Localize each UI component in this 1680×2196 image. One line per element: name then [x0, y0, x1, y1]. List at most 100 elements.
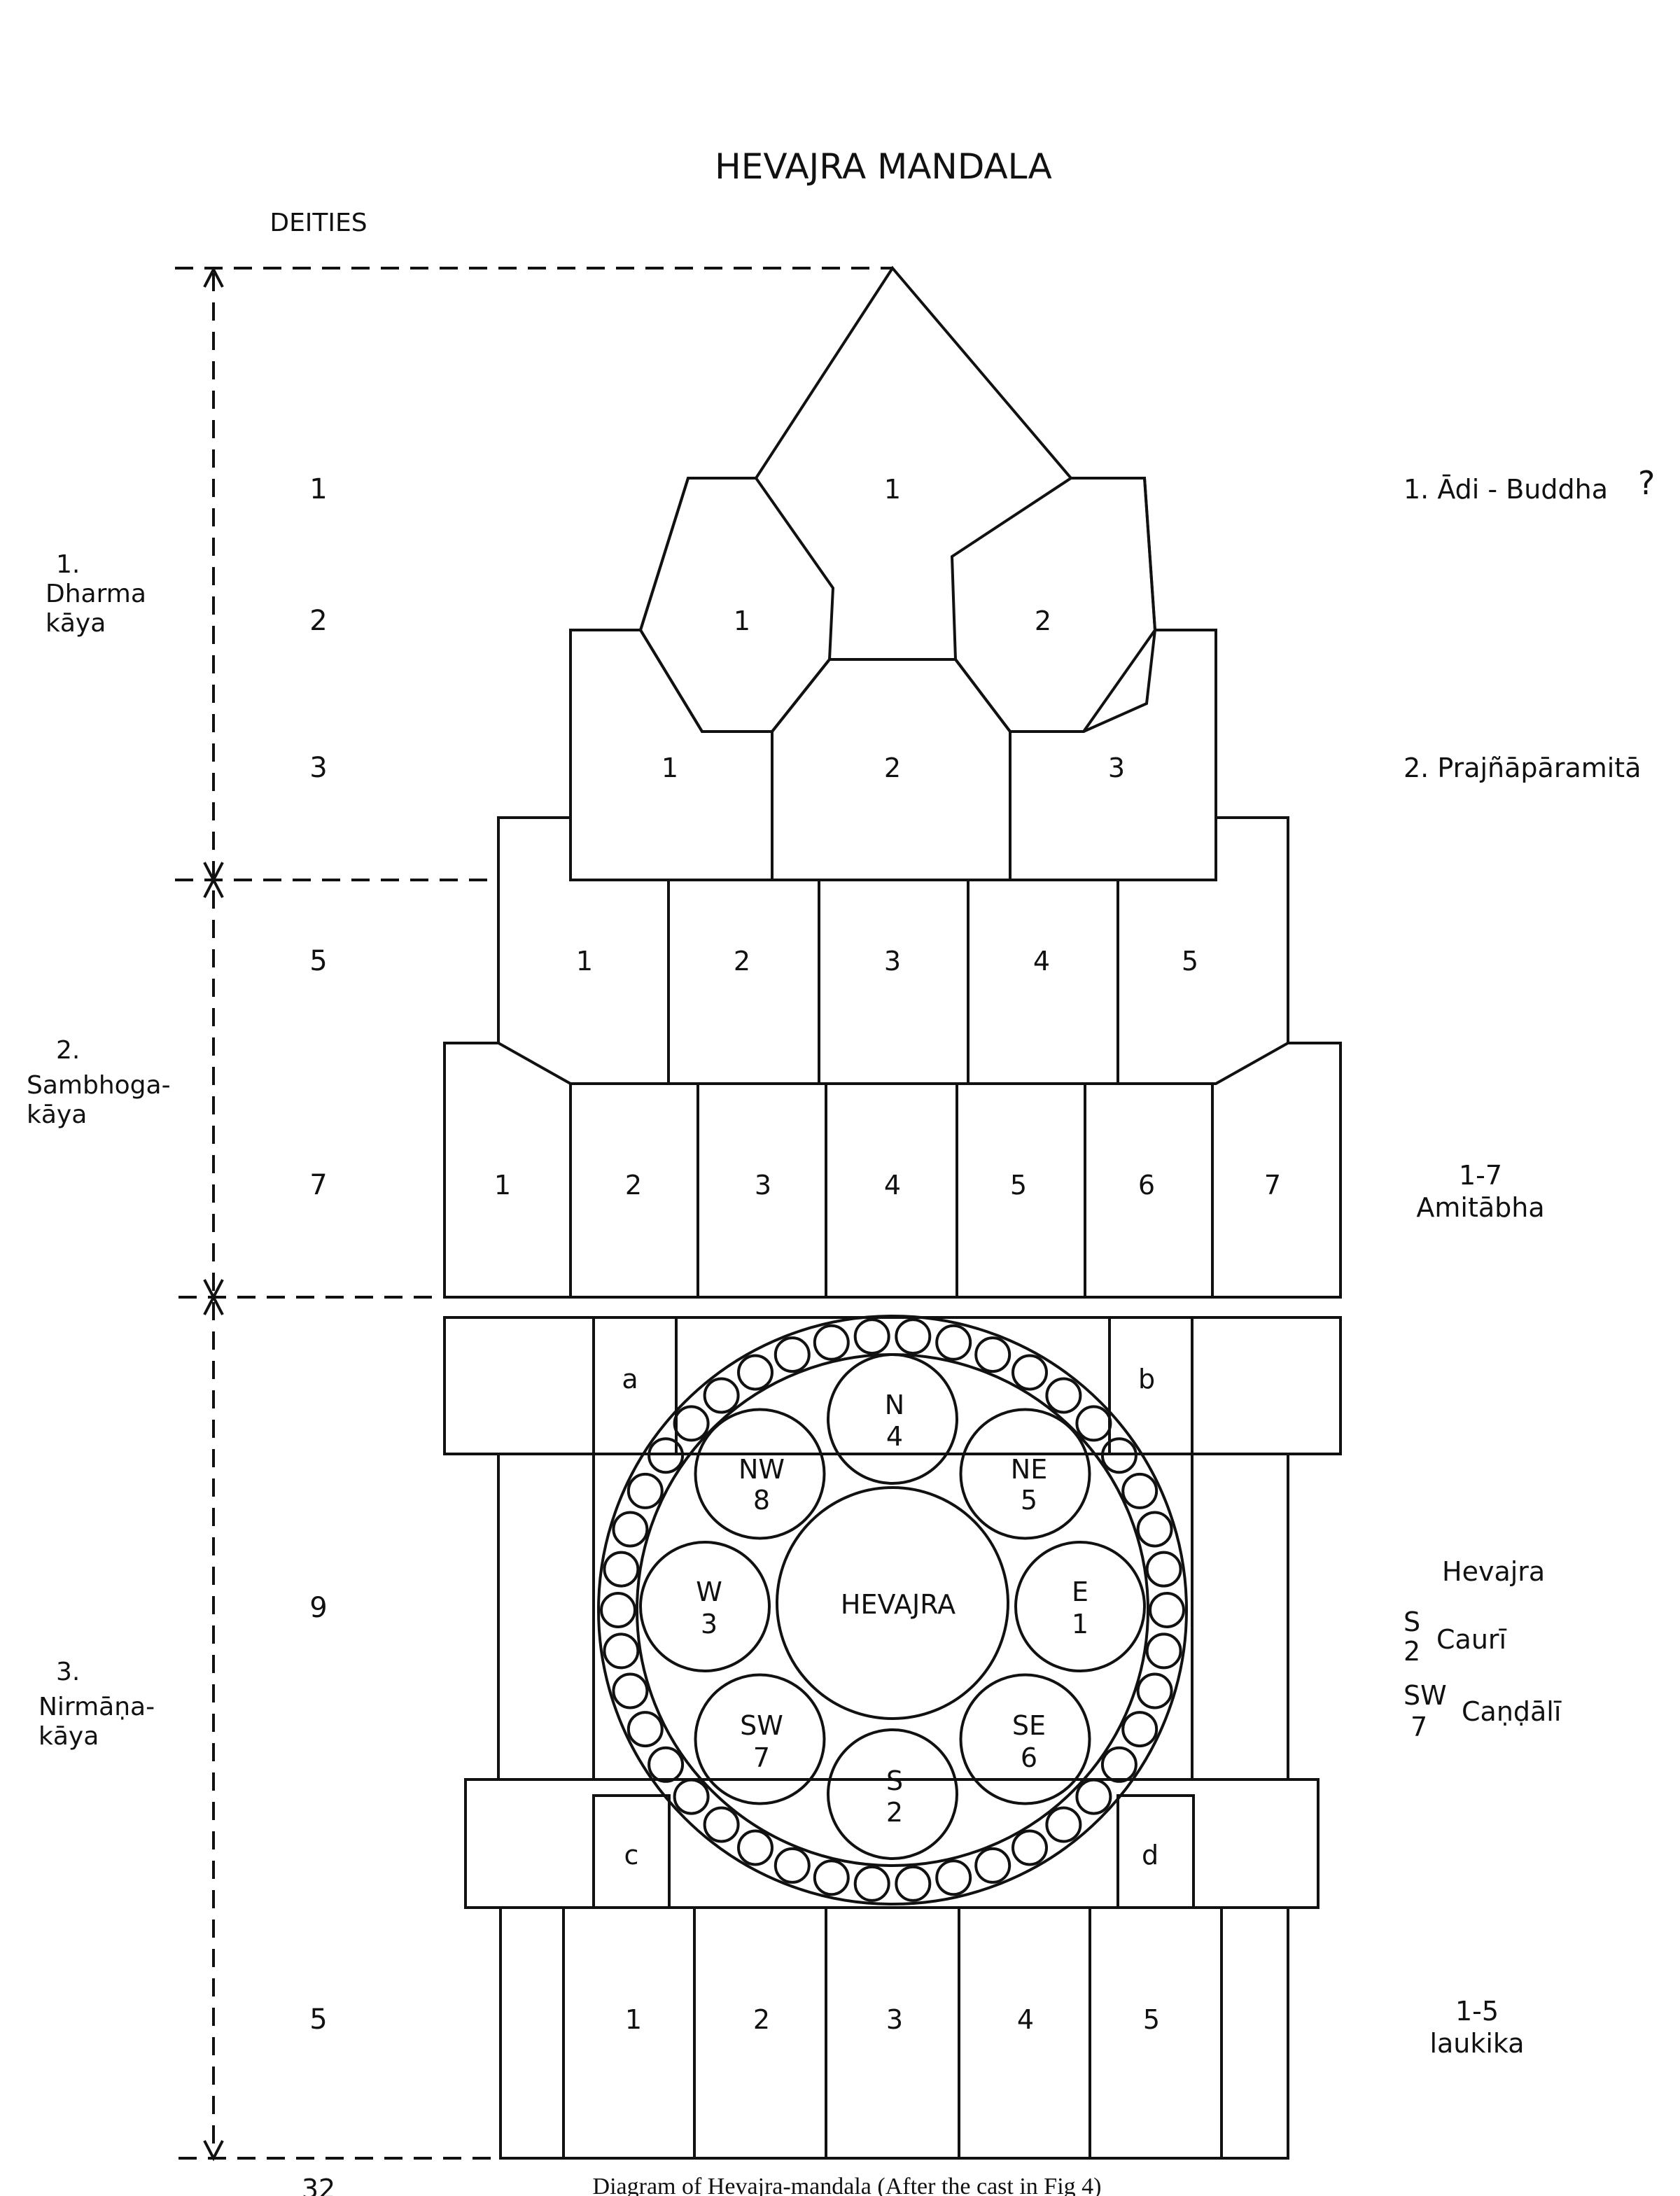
label-laukika: laukika	[1429, 2028, 1524, 2059]
tier7-cell-number: 7	[1264, 1170, 1281, 1201]
direction-number: 5	[1021, 1485, 1037, 1516]
bead-circle	[853, 1865, 890, 1902]
tier3-cell-number: 3	[1108, 753, 1125, 783]
bead-circle	[1145, 1632, 1182, 1670]
bead-circle	[1075, 1405, 1112, 1442]
corner-box-a	[592, 1316, 678, 1455]
tier2-cell-number: 1	[734, 606, 750, 636]
base-row	[499, 1906, 1289, 2160]
bead-circle	[895, 1865, 932, 1902]
tier3-cell-number: 2	[884, 753, 901, 783]
direction-name: E	[1072, 1576, 1088, 1607]
right-label-column: 1. Ādi - Buddha ? 2. Prajñāpāramitā 1-7 …	[1404, 464, 1655, 2059]
dimension-lines	[175, 266, 892, 2162]
direction-number: 7	[753, 1742, 770, 1773]
deities-header: DEITIES	[270, 209, 367, 237]
tier7-outline	[443, 1042, 1342, 1299]
bead-circle	[1011, 1829, 1048, 1866]
direction-circle	[827, 1353, 958, 1485]
bead-circle	[673, 1778, 710, 1815]
base-cell-number: 2	[753, 2004, 770, 2035]
direction-circle	[639, 1541, 771, 1672]
deity-count: 9	[309, 1592, 327, 1624]
body-name: Nirmāṇa-	[38, 1693, 155, 1721]
bead-circle	[648, 1746, 685, 1783]
bead-circle	[774, 1336, 811, 1373]
page-number: 32	[302, 2174, 335, 2196]
deity-count: 1	[309, 473, 327, 505]
direction-name: S	[886, 1765, 903, 1796]
bead-circle	[737, 1829, 774, 1866]
center-circle	[776, 1486, 1009, 1720]
bead-circle	[1136, 1672, 1173, 1709]
tier7-cell-number: 5	[1010, 1170, 1027, 1201]
bead-circle	[1121, 1472, 1158, 1509]
tier5-cell-number: 1	[576, 946, 593, 977]
label-candali: Caṇḍālī	[1462, 1696, 1562, 1727]
bead-circle	[603, 1632, 640, 1670]
bead-circle	[813, 1324, 850, 1361]
direction-circle	[827, 1728, 958, 1860]
tier7-cell-number: 1	[494, 1170, 511, 1201]
direction-name: W	[696, 1576, 722, 1607]
label-adi-buddha: 1. Ādi - Buddha	[1404, 474, 1608, 505]
deity-count: 5	[309, 2003, 327, 2036]
direction-number: 2	[886, 1797, 903, 1828]
bead-circle	[648, 1437, 685, 1474]
apex-cell-number: 1	[884, 474, 901, 505]
bead-circle	[974, 1336, 1011, 1373]
direction-number: 1	[1072, 1609, 1088, 1639]
label-amitabha: Amitābha	[1416, 1192, 1544, 1223]
bead-circle	[935, 1859, 972, 1896]
body-number: 1.	[56, 550, 80, 579]
bead-circle	[1045, 1806, 1082, 1843]
bead-circle	[935, 1324, 972, 1361]
bead-circle	[1100, 1746, 1138, 1783]
direction-name: NW	[738, 1454, 785, 1485]
bead-circle	[673, 1405, 710, 1442]
label-amitabha-range: 1-7	[1459, 1160, 1502, 1191]
body-name-suffix: kāya	[46, 609, 106, 638]
direction-circle	[694, 1673, 826, 1805]
direction-circle	[694, 1408, 826, 1540]
deity-count: 5	[309, 945, 327, 977]
direction-number: 6	[1021, 1742, 1037, 1773]
deity-count: 7	[309, 1169, 327, 1201]
label-s-num: 2	[1404, 1636, 1420, 1667]
corner-letter: b	[1138, 1364, 1155, 1394]
body-name-suffix: kāya	[38, 1722, 99, 1751]
right-petal	[950, 477, 1157, 733]
corner-letters: a b c d	[622, 1364, 1158, 1870]
bead-circle	[774, 1847, 811, 1884]
bead-circle	[703, 1377, 740, 1414]
tier3-cell-number: 1	[662, 753, 678, 783]
corner-letter: d	[1142, 1840, 1158, 1870]
tier2-cell-number: 2	[1035, 606, 1051, 636]
bead-ring	[600, 1318, 1185, 1902]
bead-circle	[895, 1318, 932, 1355]
direction-name: SE	[1012, 1710, 1046, 1741]
label-laukika-range: 1-5	[1455, 1996, 1499, 2027]
tier5-cell-number: 3	[884, 946, 901, 977]
base-cell-number: 5	[1143, 2004, 1160, 2035]
bead-circle	[626, 1472, 664, 1509]
deity-count-column: 1 2 3 5 7 9 5	[309, 473, 327, 2036]
direction-circle	[1014, 1541, 1146, 1672]
body-label-dharmakaya: 1. Dharma kāya	[46, 550, 146, 638]
bead-circle	[1121, 1711, 1158, 1748]
tier7-cell-number: 6	[1138, 1170, 1155, 1201]
bead-circle	[1136, 1511, 1173, 1548]
body-label-sambhogakaya: 2. Sambhoga- kāya	[27, 1036, 171, 1129]
label-sw-num: 7	[1410, 1712, 1427, 1742]
outer-ring-outer	[597, 1315, 1188, 1905]
bead-circle	[813, 1859, 850, 1896]
label-sw-dir: SW	[1404, 1680, 1447, 1711]
direction-name: SW	[740, 1710, 783, 1741]
bead-circle	[1045, 1377, 1082, 1414]
figure-caption: Diagram of Hevajra-mandala (After the ca…	[593, 2174, 1102, 2196]
bead-circle	[612, 1511, 649, 1548]
direction-circle	[959, 1673, 1091, 1805]
tier7-cell-number: 3	[755, 1170, 771, 1201]
bead-circle	[1149, 1592, 1185, 1628]
